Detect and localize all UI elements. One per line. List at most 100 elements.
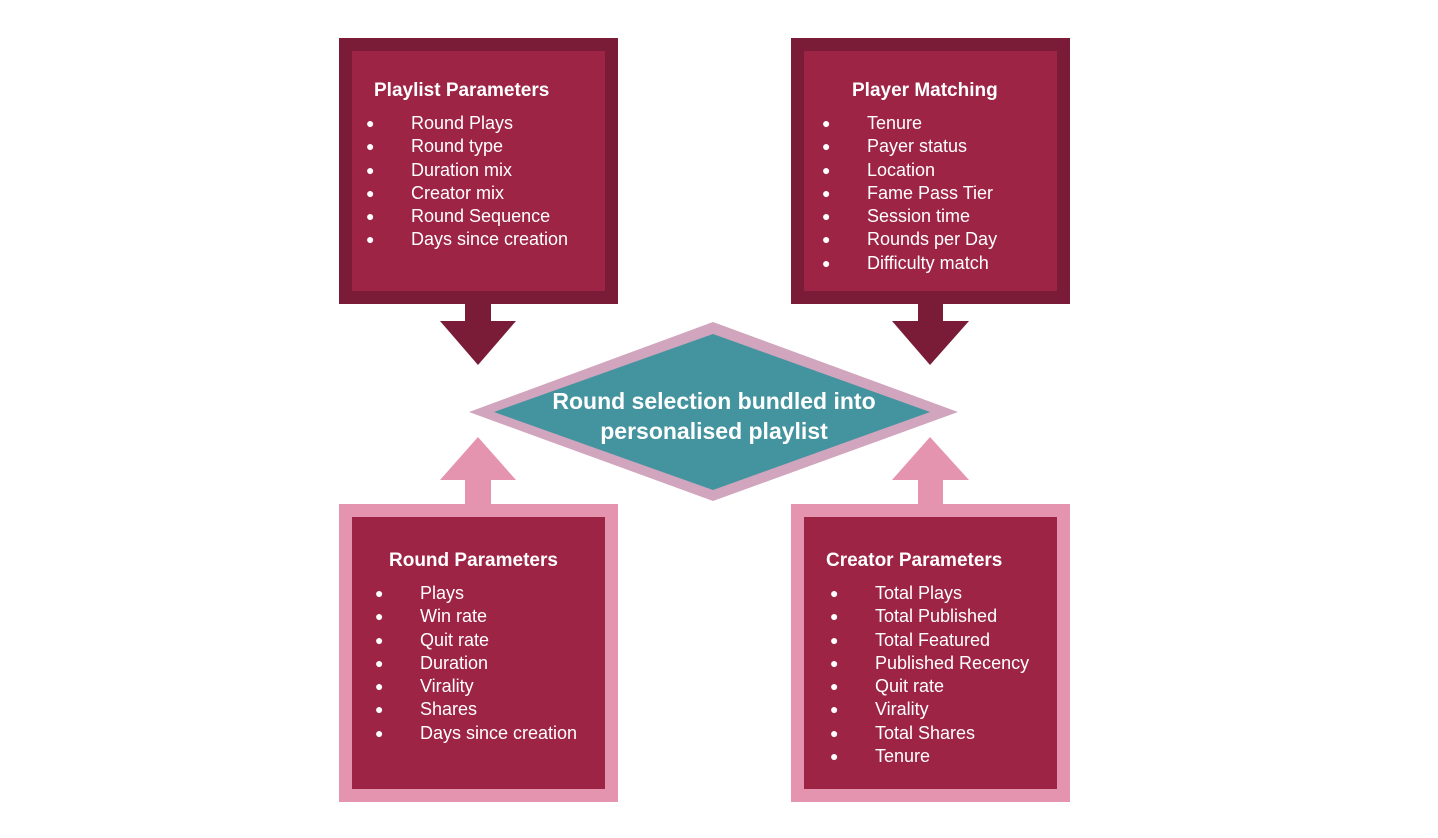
- list-item-label: Virality: [875, 699, 929, 720]
- list-item-label: Round type: [411, 136, 504, 157]
- bullet-icon: ●: [375, 631, 384, 648]
- bullet-icon: ●: [375, 678, 384, 695]
- list-item: ● Quit rate: [375, 629, 605, 652]
- bullet-icon: ●: [375, 724, 384, 741]
- bullet-icon: ●: [822, 138, 831, 155]
- center-label-line-2: personalised playlist: [600, 418, 828, 444]
- list-item: ● Creator mix: [366, 182, 605, 205]
- down-arrow-left-shape: [440, 303, 516, 365]
- box-list: ● Tenure ● Payer status ● Location ● Fame Pa…: [804, 112, 1057, 275]
- player-matching-box: Player Matching ● Tenure ● Payer status ● L…: [791, 38, 1070, 304]
- list-item: ●Duration: [375, 652, 605, 675]
- list-item-label: Plays: [420, 583, 465, 603]
- creator-parameters-box: Creator Parameters ● Total Plays ● Total P…: [791, 504, 1070, 802]
- list-item: ● Round Plays: [366, 112, 605, 135]
- list-item-label: Total Featured: [875, 629, 991, 650]
- list-item-label: Shares: [420, 699, 478, 720]
- list-item-label: Total Shares: [875, 722, 976, 743]
- list-item: ● Total Plays: [830, 582, 1057, 605]
- list-item-label: Rounds per Day: [867, 229, 998, 250]
- bullet-icon: ●: [830, 608, 839, 625]
- center-label-line-1: Round selection bundled into: [552, 388, 876, 414]
- bullet-icon: ●: [822, 184, 831, 201]
- list-item: ● Quit rate: [830, 675, 1057, 698]
- list-item-label: Location: [867, 159, 936, 180]
- list-item: ● Total Featured: [830, 629, 1057, 652]
- list-item-label: Fame Pass Tier: [867, 182, 994, 203]
- bullet-icon: ●: [830, 678, 839, 695]
- bullet-icon: ●: [822, 254, 831, 271]
- list-item: ● Virality: [830, 698, 1057, 721]
- list-item-label: Tenure: [875, 746, 931, 767]
- list-item: ● Location: [822, 159, 1057, 182]
- bullet-icon: ●: [366, 115, 375, 131]
- list-item: ● Duration mix: [366, 159, 605, 182]
- list-item-label: Total Published: [875, 606, 998, 627]
- bullet-icon: ●: [830, 724, 839, 741]
- list-item: ● Shares: [375, 698, 605, 721]
- list-item: ● Tenure: [822, 112, 1057, 135]
- list-item-label: Round Sequence: [411, 206, 551, 227]
- list-item-label: Duration mix: [411, 159, 513, 180]
- list-item-label: Tenure: [867, 113, 923, 133]
- bullet-icon: ●: [375, 701, 384, 718]
- bullet-icon: ●: [830, 631, 839, 648]
- list-item: ● Difficulty match: [822, 252, 1057, 275]
- list-item-label: Total Plays: [875, 583, 963, 603]
- list-item-label: Days since creation: [420, 722, 578, 743]
- list-item: ● Total Published: [830, 605, 1057, 628]
- up-arrow-right-shape: [892, 437, 969, 505]
- list-item-label: Days since creation: [411, 229, 569, 250]
- bullet-icon: ●: [366, 138, 375, 155]
- list-item-label: Quit rate: [420, 629, 490, 650]
- round-parameters-box: Round Parameters ● Plays ● Win rate ● Quit …: [339, 504, 618, 802]
- box-title: Round Parameters: [389, 550, 558, 571]
- bullet-icon: ●: [366, 208, 375, 225]
- list-item-label: Creator mix: [411, 182, 505, 203]
- list-item-label: Payer status: [867, 136, 968, 157]
- down-arrow-right-shape: [892, 303, 969, 365]
- list-item-label: Virality: [420, 676, 474, 697]
- list-item: ● Total Shares: [830, 722, 1057, 745]
- list-item: ● Days since creation: [375, 722, 605, 745]
- list-item: ● Virality: [375, 675, 605, 698]
- bullet-icon: ●: [830, 654, 839, 671]
- bullet-icon: ●: [830, 748, 839, 765]
- bullet-icon: ●: [822, 208, 831, 225]
- list-item: ● Payer status: [822, 135, 1057, 158]
- bullet-icon: ●: [830, 585, 839, 601]
- bullet-icon: ●: [822, 231, 831, 248]
- box-title: Player Matching: [852, 80, 998, 101]
- list-item-label: Quit rate: [875, 676, 945, 697]
- bullet-icon: ●: [822, 161, 831, 178]
- bullet-icon: ●: [366, 231, 375, 248]
- center-label: Round selection bundled into personalise…: [512, 386, 916, 446]
- list-item: ● Published Recency: [830, 652, 1057, 675]
- list-item: ● Fame Pass Tier: [822, 182, 1057, 205]
- bullet-icon: ●: [366, 184, 375, 201]
- list-item-label: Win rate: [420, 606, 488, 627]
- box-title: Creator Parameters: [826, 550, 1003, 571]
- list-item: ● Round Sequence: [366, 205, 605, 228]
- bullet-icon: ●: [830, 701, 839, 718]
- list-item: ● Win rate: [375, 605, 605, 628]
- list-item-label: Difficulty match: [867, 252, 989, 273]
- list-item: ● Session time: [822, 205, 1057, 228]
- list-item-label: Session time: [867, 206, 971, 227]
- box-list: ● Plays ● Win rate ● Quit rate ●Duration ● V…: [352, 582, 605, 745]
- box-title: Playlist Parameters: [374, 80, 550, 101]
- bullet-icon: ●: [375, 654, 384, 671]
- bullet-icon: ●: [822, 115, 831, 131]
- up-arrow-left-shape: [440, 437, 516, 505]
- bullet-icon: ●: [366, 161, 375, 178]
- list-item: ● Rounds per Day: [822, 228, 1057, 251]
- list-item-label: Round Plays: [411, 113, 514, 133]
- list-item: ● Plays: [375, 582, 605, 605]
- bullet-icon: ●: [375, 585, 384, 601]
- list-item-label: Published Recency: [875, 652, 1030, 673]
- list-item: ● Tenure: [830, 745, 1057, 768]
- bullet-icon: ●: [375, 608, 384, 625]
- center-diamond: [494, 334, 930, 490]
